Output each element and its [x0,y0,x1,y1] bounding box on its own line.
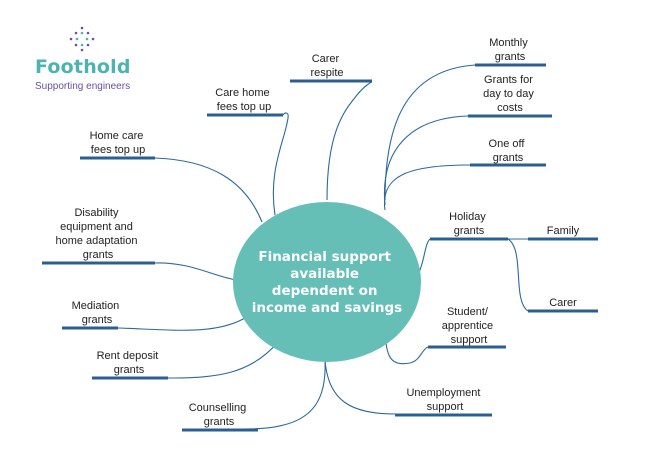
svg-text:Unemployment support: Unemployment support [406,387,483,413]
svg-text:One off grants: One off grants [489,138,528,164]
label-unemployment-1: Unemployment [406,387,480,399]
node-unemployment-support: Unemployment support [395,387,492,417]
label-one-off-1: One off [489,138,526,150]
foothold-logo: Foothold Supporting engineers [33,22,153,98]
connector-home-care-fees [154,157,263,223]
label-home-care-1: Home care [90,130,144,142]
label-care-home-1: Care home [215,87,269,99]
node-monthly-grants: Monthly grants [475,37,546,67]
label-counselling-1: Counselling [189,402,246,414]
label-rent-deposit-1: Rent deposit [97,350,159,362]
label-unemployment-2: support [427,401,464,413]
center-line-3: dependent on [272,283,378,299]
logo-brand-name: Foothold [35,56,131,78]
label-disability-2: equipment and [60,221,133,233]
center-node: Financial support available dependent on… [233,202,421,362]
label-student-2: apprentice [442,320,493,332]
label-student-3: support [451,334,488,346]
label-mediation-1: Mediation [72,300,120,312]
label-counselling-2: grants [204,416,235,428]
svg-text:Student/ apprentice: Student/ apprentice support [442,306,496,346]
connector-disability-grants [154,262,237,281]
node-rent-deposit-grants: Rent deposit grants [92,350,168,380]
connectors [117,64,529,430]
label-monthly-2: grants [495,51,526,63]
connector-holiday-carer [507,238,529,312]
svg-text:Rent deposit grants: Rent deposit grants [97,350,162,376]
svg-text:Counselling grants: Counselling grants [189,402,250,428]
connector-day-to-day [383,115,469,206]
node-counselling-grants: Counselling grants [182,402,258,432]
node-holiday-grants: Holiday grants [430,211,508,241]
connector-monthly [384,64,476,201]
svg-text:Carer: Carer [549,297,577,309]
connector-unemployment [324,359,396,415]
label-rent-deposit-2: grants [114,364,145,376]
center-line-1: Financial support [258,249,391,265]
node-holiday-carer: Carer [528,297,598,313]
connector-carer-respite [326,81,373,201]
logo-dots-icon [69,26,95,52]
node-day-to-day-grants: Grants for day to day costs [468,74,552,118]
label-day-to-day-2: day to day [483,88,534,100]
label-disability-1: Disability [74,207,119,219]
logo-tagline: Supporting engineers [35,81,131,92]
connector-student [384,324,429,365]
label-care-home-2: fees top up [217,101,271,113]
node-care-home-fees: Care home fees top up [207,87,283,117]
node-holiday-family: Family [528,225,598,241]
svg-text:Monthly grants: Monthly grants [489,37,531,63]
label-disability-3: home adaptation [55,235,137,247]
label-carer: Carer [549,297,577,309]
connector-care-home-fees [272,112,289,216]
center-label: Financial support available dependent on… [252,249,402,316]
center-line-2: available [290,266,359,282]
node-one-off-grants: One off grants [470,138,546,167]
connector-rent-deposit [167,341,279,379]
label-mediation-2: grants [82,314,113,326]
svg-text:Family: Family [547,225,580,237]
svg-text:Mediation grants: Mediation grants [72,300,123,326]
svg-text:Holiday grants: Holiday grants [449,211,489,237]
node-disability-grants: Disability equipment and home adaptation… [42,207,155,265]
label-one-off-2: grants [493,152,524,164]
center-line-4: income and savings [252,300,402,316]
svg-text:Grants for day to day: Grants for day to day costs [483,74,537,114]
svg-text:Carer respite: Carer respite [310,53,343,79]
label-carer-respite-1: Carer [312,53,340,65]
connector-mediation-grants [117,317,246,331]
node-carer-respite: Carer respite [290,53,372,83]
svg-text:Home care fees top up: Home care fees top up [90,130,147,156]
label-carer-respite-2: respite [310,67,343,79]
label-family: Family [547,225,580,237]
connector-one-off [383,164,471,211]
center-ellipse [233,202,421,362]
svg-text:Care home fees top up: Care home fees top up [215,87,272,113]
label-holiday-1: Holiday [449,211,486,223]
label-disability-4: grants [83,249,114,261]
label-day-to-day-1: Grants for [484,74,533,86]
node-student-support: Student/ apprentice support [428,306,506,349]
label-home-care-2: fees top up [91,144,145,156]
svg-text:Disability equipment and: Disability equipment and home adaptation… [55,207,140,261]
connector-counselling [239,359,326,430]
node-home-care-fees: Home care fees top up [80,130,155,160]
label-monthly-1: Monthly [489,37,528,49]
label-student-1: Student/ [447,306,489,318]
label-day-to-day-3: costs [497,102,523,114]
label-holiday-2: grants [454,225,485,237]
node-mediation-grants: Mediation grants [62,300,123,330]
